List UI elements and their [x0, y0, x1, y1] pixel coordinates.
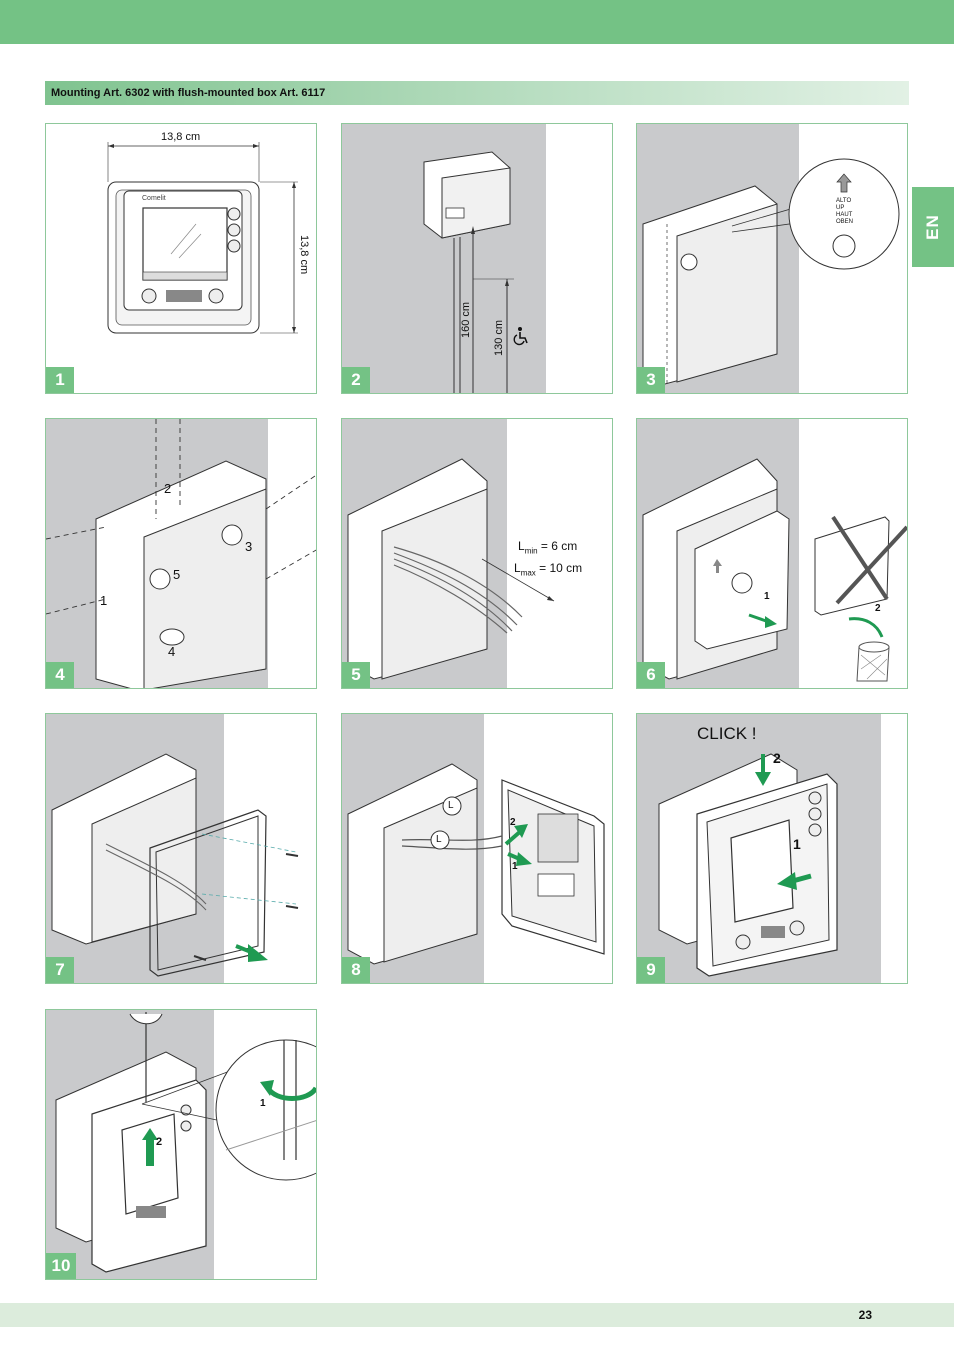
step-number: 3	[637, 367, 665, 393]
brand-logo: Comelit	[142, 195, 166, 202]
language-tab[interactable]: EN	[912, 187, 954, 267]
step-2-panel: 160 cm 130 cm 2	[341, 123, 613, 394]
sub-step-2: 2	[510, 817, 516, 828]
step-number: 4	[46, 662, 74, 688]
step-4-panel: 1 2 3 4 5 4	[45, 418, 317, 689]
height-label: 13,8 cm	[298, 235, 310, 275]
knockout-5: 5	[173, 567, 181, 582]
box-orientation-drawing	[637, 124, 900, 393]
page-number: 23	[858, 1308, 872, 1322]
footer-bar: 23	[0, 1303, 954, 1327]
wheelchair-icon	[513, 327, 528, 346]
step-number: 8	[342, 957, 370, 983]
sub-step-1: 1	[793, 836, 801, 852]
step-number: 5	[342, 662, 370, 688]
cable-length-drawing	[342, 419, 555, 688]
cover-removal-drawing	[637, 419, 907, 688]
step-10-panel: 1 2 10	[45, 1009, 317, 1280]
wire-label-b: L	[436, 834, 442, 845]
knockout-drawing	[46, 419, 316, 688]
knockout-4: 4	[168, 644, 176, 659]
step-number: 10	[46, 1253, 76, 1279]
section-title: Mounting Art. 6302 with flush-mounted bo…	[51, 87, 326, 99]
height-130-label: 130 cm	[493, 319, 505, 356]
step-number: 6	[637, 662, 665, 688]
step-number: 2	[342, 367, 370, 393]
lmax-label: Lmax = 10 cm	[514, 561, 583, 578]
step-5-panel: Lmin = 6 cm Lmax = 10 cm 5	[341, 418, 613, 689]
step-6-panel: 1 2 6	[636, 418, 908, 689]
box-height-drawing	[342, 124, 546, 393]
step-number: 1	[46, 367, 74, 393]
sub-step-2: 2	[156, 1136, 163, 1148]
lmin-label: Lmin = 6 cm	[518, 539, 578, 556]
snap-on-drawing	[637, 714, 881, 983]
knockout-3: 3	[245, 539, 253, 554]
sub-step-2: 2	[773, 750, 781, 766]
step-number: 9	[637, 957, 665, 983]
wiring-drawing	[342, 714, 605, 983]
sub-step-2: 2	[875, 603, 881, 614]
click-label: CLICK !	[697, 724, 757, 743]
language-label: EN	[923, 214, 942, 240]
width-label: 13,8 cm	[161, 131, 201, 143]
step-9-panel: CLICK ! 2 1 9	[636, 713, 908, 984]
step-8-panel: L L 2 1 8	[341, 713, 613, 984]
section-title-bar: Mounting Art. 6302 with flush-mounted bo…	[45, 81, 909, 105]
sub-step-1: 1	[512, 861, 518, 872]
knockout-2: 2	[164, 481, 172, 496]
step-1-panel: Comelit 13,8 cm 13,8 cm 1	[45, 123, 317, 394]
wire-label-a: L	[448, 800, 454, 811]
step-number: 7	[46, 957, 74, 983]
height-160-label: 160 cm	[460, 301, 472, 338]
knockout-1: 1	[100, 593, 108, 608]
sub-step-1: 1	[764, 591, 770, 602]
sub-step-1: 1	[260, 1098, 266, 1109]
step-7-panel: 7	[45, 713, 317, 984]
top-color-bar	[0, 0, 954, 44]
screw-fixing-drawing	[46, 1010, 316, 1279]
frame-mounting-drawing	[46, 714, 299, 983]
device-dimension-drawing	[107, 142, 298, 334]
